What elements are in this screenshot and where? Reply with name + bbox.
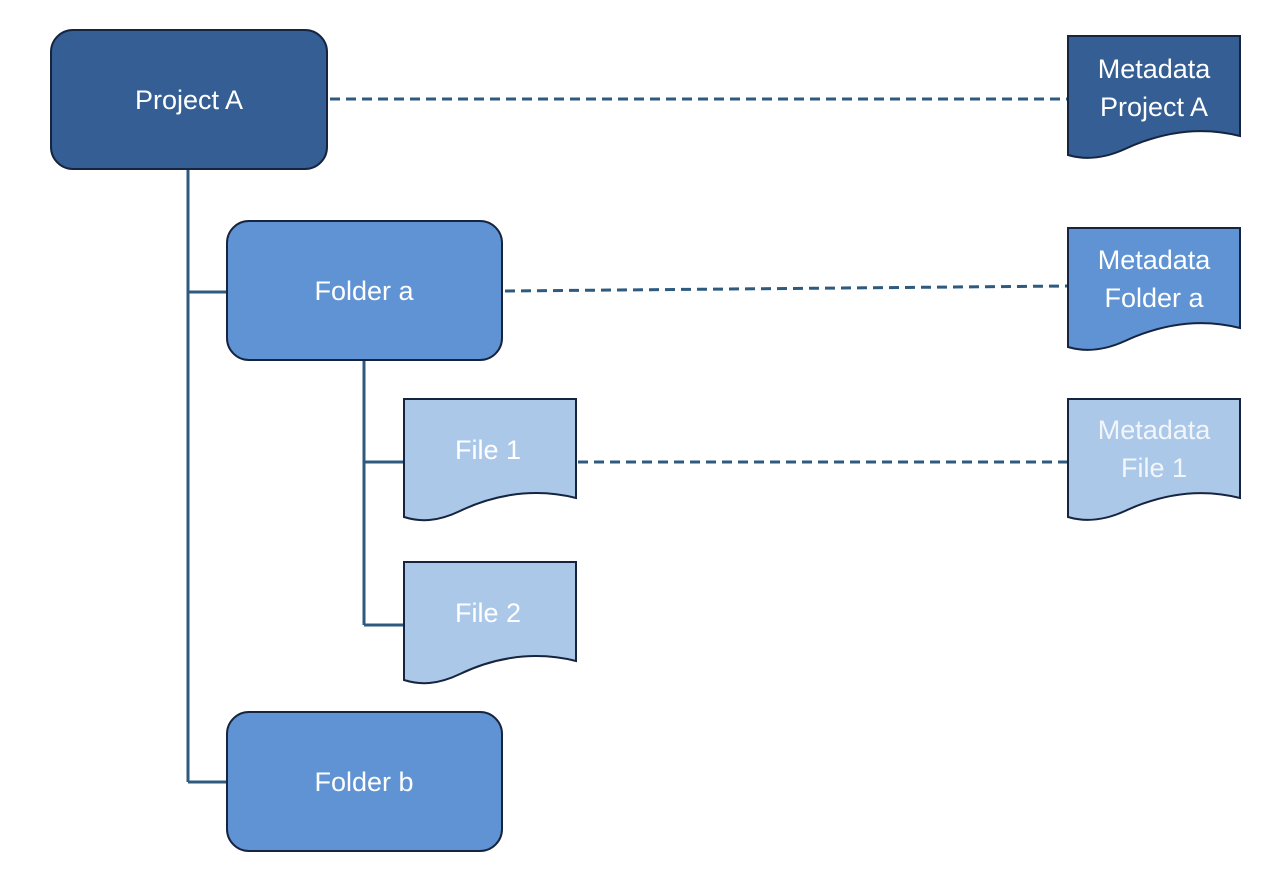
file-2-document-shape — [403, 561, 577, 685]
metadata-project-a-node[interactable]: Metadata Project A — [1067, 35, 1241, 159]
file-1-document-shape — [403, 398, 577, 522]
metadata-folder-a-label-line1: Metadata — [1098, 245, 1212, 275]
folder-b-box — [226, 711, 503, 852]
metadata-project-a-label-line2: Project A — [1100, 92, 1208, 122]
project-a-label: Project A — [135, 85, 243, 115]
file-1-label: File 1 — [455, 435, 521, 465]
folder-a-label: Folder a — [314, 276, 414, 306]
file-1-node[interactable]: File 1 — [403, 398, 577, 522]
folder-b-node[interactable]: Folder b — [226, 711, 503, 852]
file-2-label: File 2 — [455, 598, 521, 628]
folder-b-label: Folder b — [314, 767, 413, 797]
metadata-project-a-document-shape — [1067, 35, 1241, 159]
connector-folder-a-to-files — [362, 360, 404, 627]
metadata-project-a-label-line1: Metadata — [1098, 54, 1212, 84]
metadata-link-folder-a — [504, 284, 1069, 293]
file-2-node[interactable]: File 2 — [403, 561, 577, 685]
metadata-links — [330, 97, 1069, 464]
metadata-file-1-document-shape — [1067, 398, 1241, 521]
project-a-node[interactable]: Project A — [50, 29, 328, 170]
folder-a-node[interactable]: Folder a — [226, 220, 503, 361]
metadata-file-1-node[interactable]: Metadata File 1 — [1067, 398, 1241, 521]
connector-project-to-children — [186, 168, 228, 784]
folder-a-box — [226, 220, 503, 361]
project-a-box — [50, 29, 328, 170]
metadata-folder-a-node[interactable]: Metadata Folder a — [1067, 227, 1241, 351]
tree-connectors — [186, 168, 404, 784]
metadata-folder-a-document-shape — [1067, 227, 1241, 351]
metadata-file-1-label-line1: Metadata — [1098, 415, 1212, 445]
metadata-folder-a-label-line2: Folder a — [1104, 283, 1204, 313]
metadata-file-1-label-line2: File 1 — [1121, 453, 1187, 483]
